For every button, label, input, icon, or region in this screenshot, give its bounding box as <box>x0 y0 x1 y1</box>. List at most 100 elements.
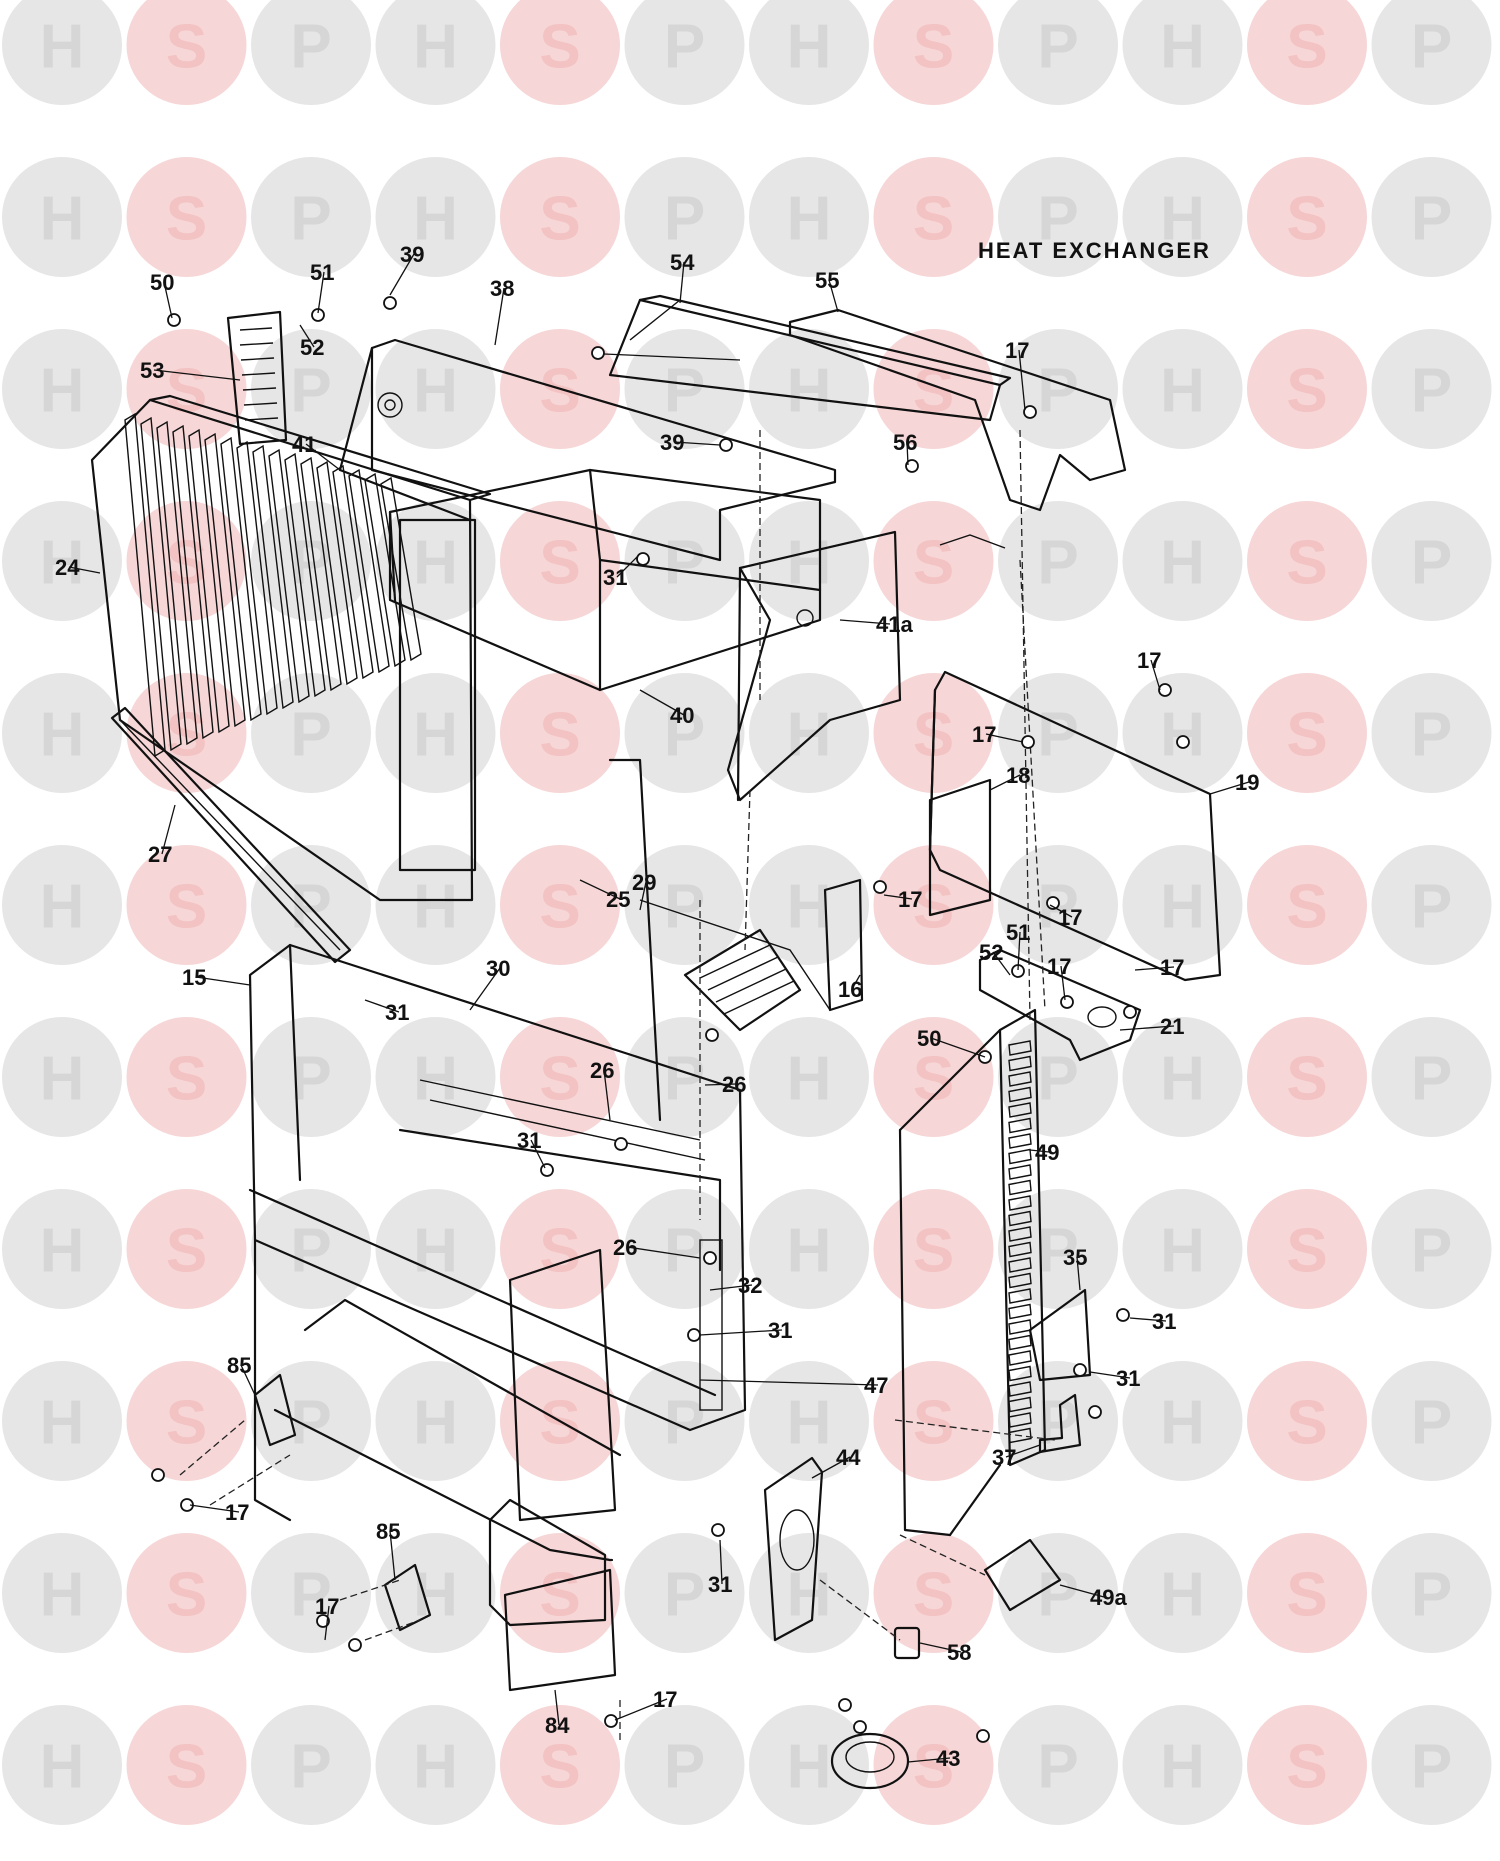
callout-leader <box>603 1069 611 1121</box>
screw <box>1046 896 1060 910</box>
svg-text:P: P <box>664 873 705 942</box>
watermark-circle-h: H <box>375 329 496 449</box>
svg-text:P: P <box>1411 1217 1452 1286</box>
svg-text:H: H <box>787 357 832 426</box>
callout-leader <box>1005 1444 1041 1458</box>
watermark-circle-p: P <box>1371 1705 1492 1825</box>
callout-leader <box>699 1379 879 1386</box>
watermark-circle-s: S <box>126 1189 247 1309</box>
screw <box>614 1137 628 1151</box>
watermark-circle-p: P <box>1371 501 1492 621</box>
svg-text:S: S <box>1286 185 1327 254</box>
screw <box>604 1714 618 1728</box>
watermark-circle-h: H <box>1122 1017 1243 1137</box>
svg-text:S: S <box>166 1389 207 1458</box>
watermark-circle-s: S <box>126 329 247 449</box>
screw <box>1023 405 1037 419</box>
callout-leader <box>530 1139 546 1169</box>
callout-leader <box>1119 1025 1175 1031</box>
part-54-flue-hood <box>591 294 1012 422</box>
watermark-circle-h: H <box>2 1705 122 1825</box>
callout-31: 31 <box>708 1572 732 1597</box>
callout-leader <box>324 1605 330 1641</box>
callout-39: 39 <box>400 242 424 267</box>
watermark-circle-h: H <box>2 1533 122 1653</box>
watermark-circle-s: S <box>873 1533 994 1653</box>
watermark-circle-s: S <box>873 1705 994 1825</box>
part-38-41-upper-casing <box>338 338 837 562</box>
callout-31: 31 <box>768 1318 792 1343</box>
svg-text:S: S <box>166 1217 207 1286</box>
screw <box>719 438 733 452</box>
callout-17: 17 <box>1005 338 1029 363</box>
watermark-circle-h: H <box>2 673 122 793</box>
callout-leader <box>679 261 685 304</box>
watermark-circle-s: S <box>500 501 620 621</box>
svg-text:H: H <box>413 185 458 254</box>
callout-29: 29 <box>632 870 656 895</box>
callout-leader <box>469 967 501 1011</box>
callout-leader <box>704 1083 737 1086</box>
part-35-bracket <box>1028 1288 1092 1382</box>
svg-text:H: H <box>787 873 832 942</box>
grille-slot <box>1008 1319 1032 1335</box>
watermark-circle-s: S <box>1247 1533 1367 1653</box>
svg-text:S: S <box>1286 701 1327 770</box>
svg-text:S: S <box>913 1045 954 1114</box>
screw <box>838 1698 852 1712</box>
svg-text:P: P <box>664 1045 705 1114</box>
svg-text:H: H <box>787 1561 832 1630</box>
screw <box>1158 683 1172 697</box>
svg-text:P: P <box>664 357 705 426</box>
callout-41a: 41a <box>876 612 913 637</box>
watermark-circle-p: P <box>624 1533 745 1653</box>
callout-37: 37 <box>992 1445 1016 1470</box>
callout-17: 17 <box>1047 954 1071 979</box>
watermark-circle-s: S <box>873 845 994 965</box>
svg-text:H: H <box>1160 1045 1205 1114</box>
grille-slot <box>1008 1272 1032 1289</box>
svg-text:H: H <box>40 701 85 770</box>
watermark-circle-h: H <box>749 157 869 277</box>
callout-17: 17 <box>972 722 996 747</box>
svg-text:H: H <box>40 1733 85 1802</box>
screw <box>348 1638 362 1652</box>
callout-31: 31 <box>1116 1366 1140 1391</box>
grille-slot <box>1008 1071 1032 1087</box>
watermark-circle-h: H <box>375 1361 496 1481</box>
svg-text:P: P <box>1411 1561 1452 1630</box>
part-32-burner-assembly <box>398 758 831 1411</box>
callout-leader <box>494 287 505 346</box>
svg-text:P: P <box>290 701 331 770</box>
fin <box>364 472 406 668</box>
grille-slot <box>1008 1179 1032 1196</box>
watermark-circle-s: S <box>1247 501 1367 621</box>
svg-text:H: H <box>413 13 458 82</box>
callout-leader <box>68 566 101 574</box>
callout-leader <box>639 881 647 911</box>
svg-text:S: S <box>913 529 954 598</box>
callout-19: 19 <box>1235 770 1259 795</box>
watermark-circle-p: P <box>251 157 371 277</box>
svg-text:H: H <box>413 873 458 942</box>
grille-slot <box>1008 1427 1032 1444</box>
svg-text:S: S <box>1286 873 1327 942</box>
screw <box>687 1328 701 1342</box>
callout-17: 17 <box>1160 955 1184 980</box>
grille-slot <box>1008 1133 1032 1149</box>
watermark-circle-s: S <box>500 1705 620 1825</box>
svg-text:H: H <box>1160 1389 1205 1458</box>
watermark-circle-s: S <box>1247 0 1367 105</box>
svg-text:H: H <box>40 1045 85 1114</box>
watermark-circle-h: H <box>1122 845 1243 965</box>
callout-39: 39 <box>660 430 684 455</box>
part-27-angled-rail <box>110 706 352 964</box>
callout-85: 85 <box>227 1353 251 1378</box>
watermark-circle-h: H <box>2 329 122 449</box>
svg-text:P: P <box>664 1561 705 1630</box>
callout-leader <box>919 1642 962 1653</box>
callout-leader <box>906 441 909 466</box>
watermark-circle-p: P <box>1371 1017 1492 1137</box>
callout-leader <box>1017 931 1021 971</box>
fin <box>188 428 230 734</box>
